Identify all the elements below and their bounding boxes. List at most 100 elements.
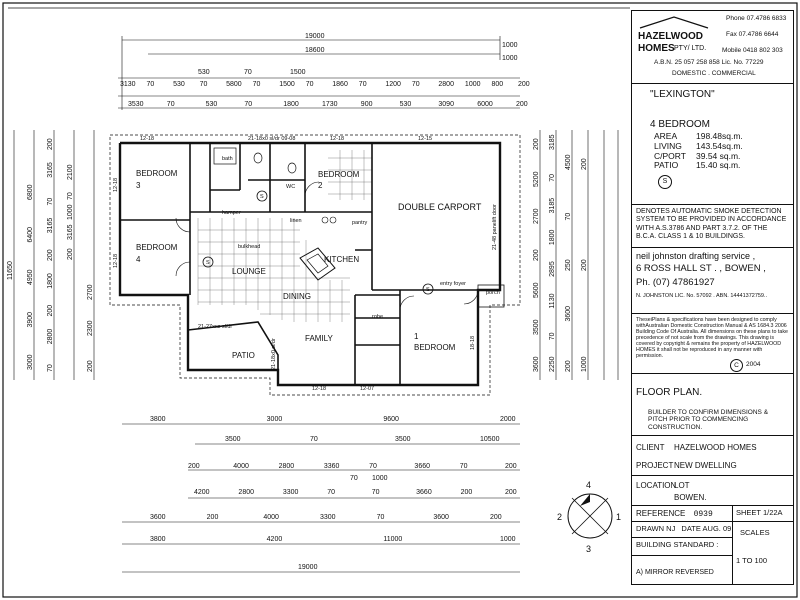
dim-label: 200 [533, 138, 540, 150]
dim-label: 3800 [150, 416, 166, 423]
dim-label: 3660 [414, 463, 430, 470]
dim-label: 2800 [279, 463, 295, 470]
dim-label: 200 [47, 249, 54, 261]
design-bedrooms: 4 BEDROOM [650, 118, 711, 130]
room-bedroom1-num: 1 [414, 332, 419, 341]
room-bath-label: bath [222, 156, 233, 162]
reference-label: REFERENCE [636, 509, 686, 518]
dim-label: 70 [147, 81, 155, 88]
dim-label: 70 [47, 364, 54, 372]
dim-label: 3900 [27, 312, 34, 328]
dim-label: 200 [581, 158, 588, 170]
dim-label: 200 [565, 360, 572, 372]
company-fax: Fax 07.4786 6644 [726, 31, 779, 38]
dim-label: 3530 [128, 101, 144, 108]
dim-label: 70 [460, 463, 468, 470]
area-label: PATIO [654, 160, 679, 171]
dim-label: 1500 [290, 69, 306, 76]
dim-label: 250 [565, 259, 572, 271]
project-label: PROJECT [636, 461, 674, 470]
kitchen-sink [321, 216, 329, 224]
dim-label: 3360 [324, 463, 340, 470]
porch-step [477, 284, 505, 308]
window-tag-left2: 12-18 [113, 254, 119, 268]
dim-label: 800 [491, 81, 503, 88]
left-dimension-labels: 1165068006400495039003000200316570316520… [7, 138, 94, 372]
dim-label: 10500 [480, 436, 500, 443]
dim-label: 70 [200, 81, 208, 88]
room-family-label: FAMILY [305, 334, 334, 343]
dim-label: 4950 [27, 269, 34, 285]
room-bedroom4-label: BEDROOM [136, 243, 178, 252]
wc-toilet [253, 152, 263, 164]
dim-label: 2700 [87, 284, 94, 300]
right-dimension-labels: 2005200270020056003500360031857031851800… [533, 134, 588, 372]
area-value: 198.48sq.m. [696, 131, 743, 141]
dim-label: 2000 [500, 416, 516, 423]
dim-label: 2700 [533, 208, 540, 224]
roof-logo-icon [639, 16, 709, 29]
date-label: DATE [681, 524, 701, 533]
room-bedroom3-label: BEDROOM [136, 169, 178, 178]
dim-label: 3130 [120, 81, 136, 88]
dim-label: 3600 [433, 514, 449, 521]
dim-label: 200 [490, 514, 502, 521]
dim-label: 1730 [322, 101, 338, 108]
dim-label: 5600 [533, 282, 540, 298]
dim-label: 6000 [477, 101, 493, 108]
mirror-note: A) MIRROR REVERSED [636, 569, 714, 576]
dim-label: 1000 [465, 81, 481, 88]
dim-label: 200 [533, 249, 540, 261]
copyright-icon: C [730, 359, 743, 372]
location-value-2: BOWEN. [674, 493, 707, 502]
door-tag-patio: 21-18x0 sl/dr [271, 338, 277, 370]
dim-label: 4200 [267, 536, 283, 543]
dim-label: 4200 [194, 489, 210, 496]
smoke-detector-icon: S [658, 175, 672, 190]
dim-label: 3185 [549, 134, 556, 150]
dim-label: 1000 [581, 356, 588, 372]
dim-label: 5200 [533, 171, 540, 187]
window-tag-3: 12-18 [330, 136, 344, 142]
dim-label: 200 [207, 514, 219, 521]
tile-grid [197, 150, 372, 322]
dim-top-r1: 1000 [502, 42, 518, 49]
copyright-note: TheseiPlans & specifications have been d… [636, 317, 788, 360]
dim-top-r2: 1000 [502, 55, 518, 62]
dim-label: 200 [47, 138, 54, 150]
company-phone: Phone 07.4786 6833 [726, 15, 787, 22]
dim-label: 3660 [416, 489, 432, 496]
dim-label: 1800 [47, 273, 54, 289]
bulkhead-label: bulkhead [238, 244, 260, 250]
area-value: 143.54sq.m. [696, 140, 743, 151]
room-bedroom4-num: 4 [136, 255, 141, 264]
dim-label: 200 [581, 259, 588, 271]
dim-label: 70 [369, 463, 377, 470]
smoke-detectors [202, 190, 434, 295]
drafter-block: neil johnston drafting service , 6 ROSS … [632, 249, 793, 311]
room-kitchen-label: KITCHEN [324, 255, 359, 264]
builder-note: BUILDER TO CONFIRM DIMENSIONS & PITCH PR… [648, 409, 769, 431]
location-value-1: LOT [674, 481, 690, 490]
dim-label: 1800 [283, 101, 299, 108]
date-value: AUG. 09 [702, 524, 732, 533]
left-dimension-lines [13, 130, 95, 380]
company-mobile: Mobile 0418 802 303 [722, 47, 783, 54]
room-carport-label: DOUBLE CARPORT [398, 202, 482, 212]
dim-label: 2800 [438, 81, 454, 88]
dim-label: 3165 [47, 218, 54, 234]
drafter-address: 6 ROSS HALL ST . , BOWEN , [636, 263, 766, 275]
dim-label: 70 [565, 213, 572, 221]
north-compass [567, 493, 613, 539]
dim-label: 70 [244, 101, 252, 108]
dim-label: 3500 [533, 319, 540, 335]
dim-label: 70 [306, 81, 314, 88]
bottom-dimension-lines [122, 423, 520, 573]
top-dimensions [118, 36, 520, 110]
door-tag-carport: 21-48 panelift door [492, 204, 498, 250]
dim-label: 200 [505, 463, 517, 470]
